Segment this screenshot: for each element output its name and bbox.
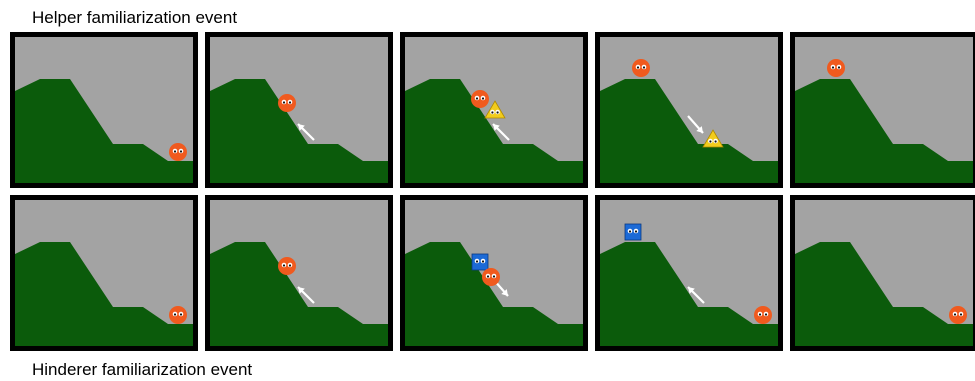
climber-circle [827, 59, 845, 77]
hinderer-frame-3 [400, 195, 588, 351]
helper-frame-5 [790, 32, 975, 188]
helper-frame-3 [400, 32, 588, 188]
hinderer-square [625, 224, 641, 240]
scene [210, 200, 388, 346]
climber-circle [169, 143, 187, 161]
climber-circle [278, 257, 296, 275]
helper-frame-4 [595, 32, 783, 188]
hinderer-square [472, 254, 488, 270]
scene [600, 37, 778, 183]
climber-circle [632, 59, 650, 77]
scene [15, 200, 193, 346]
scene [795, 37, 973, 183]
scene [600, 200, 778, 346]
hinderer-frame-4 [595, 195, 783, 351]
hinderer-caption: Hinderer familiarization event [32, 361, 252, 378]
helper-caption: Helper familiarization event [32, 9, 237, 26]
hinderer-frame-5 [790, 195, 975, 351]
climber-circle [471, 90, 489, 108]
hinderer-frame-1 [10, 195, 198, 351]
scene [795, 200, 973, 346]
climber-circle [278, 94, 296, 112]
scene [405, 200, 583, 346]
scene [405, 37, 583, 183]
hinderer-frame-2 [205, 195, 393, 351]
hinderer-event-row [0, 195, 975, 353]
scene [210, 37, 388, 183]
helper-frame-1 [10, 32, 198, 188]
climber-circle [482, 268, 500, 286]
climber-circle [754, 306, 772, 324]
climber-circle [949, 306, 967, 324]
scene [15, 37, 193, 183]
climber-circle [169, 306, 187, 324]
helper-event-row [0, 32, 975, 190]
helper-frame-2 [205, 32, 393, 188]
